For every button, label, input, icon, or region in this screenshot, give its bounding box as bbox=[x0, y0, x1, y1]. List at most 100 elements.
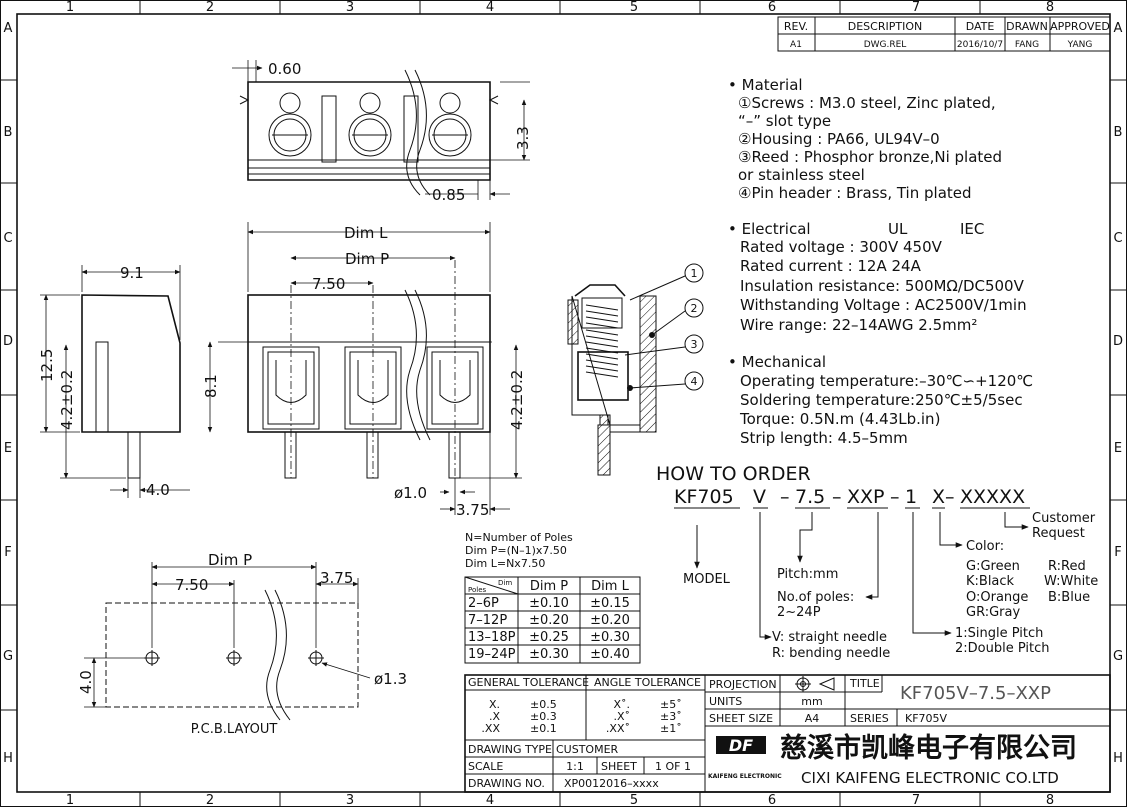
callout-3: 3 bbox=[691, 338, 698, 351]
pcb-dim-edge: 3.75 bbox=[320, 569, 353, 587]
angle-tolerance-value: ±3˚ bbox=[660, 710, 682, 723]
tol-dimL-cell: ±0.15 bbox=[590, 596, 630, 611]
frame-column-label: 2 bbox=[206, 793, 214, 807]
scale-value: 1:1 bbox=[566, 760, 584, 773]
order-color: B:Blue bbox=[1048, 590, 1090, 605]
projection-label: PROJECTION bbox=[709, 678, 777, 691]
projection-symbol-icon bbox=[795, 676, 835, 692]
order-part-needle: V bbox=[753, 486, 766, 508]
series-value: KF705V bbox=[905, 712, 948, 725]
angle-tolerance-value: ±1˚ bbox=[660, 722, 682, 735]
front-dim-P: Dim P bbox=[345, 250, 389, 268]
title-value: KF705V–7.5–XXP bbox=[900, 683, 1051, 704]
electrical-line: Wire range: 22–14AWG 2.5mm² bbox=[740, 316, 977, 334]
mechanical-line: Strip length: 4.5–5mm bbox=[740, 429, 908, 447]
pcb-dim-height: 4.0 bbox=[77, 670, 95, 694]
mechanical-line: Torque: 0.5N.m (4.43Lb.in) bbox=[739, 410, 940, 428]
frame-column-label: 7 bbox=[912, 0, 920, 15]
tol-poles-cell: 2–6P bbox=[468, 596, 499, 611]
material-line: or stainless steel bbox=[738, 166, 865, 184]
order-poles-range: 2~24P bbox=[777, 605, 821, 620]
material-line: “–” slot type bbox=[738, 112, 831, 130]
frame-column-label: 3 bbox=[346, 0, 354, 15]
order-pitch-double: 2:Double Pitch bbox=[955, 641, 1050, 656]
callout-4: 4 bbox=[691, 375, 698, 388]
electrical-line: Insulation resistance: 500MΩ/DC500V bbox=[740, 277, 1025, 295]
order-title: HOW TO ORDER bbox=[656, 463, 811, 485]
company-name-en: CIXI KAIFENG ELECTRONIC CO.LTD bbox=[801, 769, 1059, 787]
frame-column-label: 1 bbox=[66, 793, 74, 807]
order-needle-r: R: bending needle bbox=[772, 646, 890, 661]
front-dim-height: 8.1 bbox=[202, 374, 220, 398]
top-view: 0.60 3.3 0.85 bbox=[232, 60, 532, 204]
specifications: • Material ①Screws : M3.0 steel, Zinc pl… bbox=[728, 76, 1033, 447]
frame-column-label: 6 bbox=[768, 793, 776, 807]
note-line: Dim L=Nx7.50 bbox=[465, 557, 545, 570]
sheet-label: SHEET bbox=[601, 760, 637, 773]
order-color: G:Green bbox=[966, 559, 1020, 574]
frame-row-label: A bbox=[1114, 21, 1123, 36]
frame-column-label: 7 bbox=[912, 793, 920, 807]
date-value: 2016/10/7 bbox=[957, 40, 1003, 50]
approved-header: APPROVED bbox=[1050, 20, 1110, 33]
sheet-size-value: A4 bbox=[805, 712, 820, 725]
order-customer-request: Request bbox=[1032, 526, 1085, 541]
tol-dimP-cell: ±0.10 bbox=[529, 596, 569, 611]
pcb-layout: Dim P 7.50 3.75 4.0 ø1.3 P.C.B.LAYOUT bbox=[77, 551, 407, 737]
frame-row-label: F bbox=[1114, 545, 1121, 560]
angle-tolerance-value: ±5˚ bbox=[660, 698, 682, 711]
order-color: R:Red bbox=[1048, 559, 1086, 574]
dim-33: 3.3 bbox=[514, 126, 532, 150]
tol-poles-cell: 7–12P bbox=[468, 613, 507, 628]
frame-row-label: G bbox=[1113, 649, 1123, 664]
electrical-line: Withstanding Voltage : AC2500V/1min bbox=[740, 296, 1027, 314]
pcb-dim-pitch: 7.50 bbox=[175, 576, 208, 594]
frame-row-label: H bbox=[1113, 751, 1123, 766]
tol-poles-cell: 13–18P bbox=[468, 630, 516, 645]
rev-header: REV. bbox=[784, 20, 808, 33]
series-label: SERIES bbox=[850, 712, 889, 725]
tol-dimP-cell: ±0.25 bbox=[529, 630, 569, 645]
frame-row-label: D bbox=[1113, 334, 1123, 349]
company-name-cn: 慈溪市凯峰电子有限公司 bbox=[780, 732, 1077, 764]
electrical-title: • Electrical bbox=[728, 220, 811, 238]
tol-header: Dim L bbox=[591, 579, 629, 594]
order-model-label: MODEL bbox=[683, 572, 731, 587]
electrical-line: Rated voltage : 300V 450V bbox=[740, 238, 943, 256]
callout-2: 2 bbox=[691, 302, 698, 315]
frame-row-label: A bbox=[4, 21, 13, 36]
description-value: DWG.REL bbox=[864, 40, 907, 50]
material-line: ①Screws : M3.0 steel, Zinc plated, bbox=[738, 94, 996, 112]
order-color: O:Orange bbox=[966, 590, 1028, 605]
order-sep: – bbox=[832, 486, 842, 508]
note-line: Dim P=(N–1)x7.50 bbox=[465, 544, 567, 557]
order-sep: – bbox=[945, 486, 955, 508]
how-to-order: HOW TO ORDER KF705 V – 7.5 – XXP – 1 X –… bbox=[656, 463, 1098, 661]
front-dim-pin-dia: ø1.0 bbox=[394, 484, 427, 502]
drawing-type-label: DRAWING TYPE bbox=[468, 743, 552, 756]
order-part-pitch-type: 1 bbox=[905, 486, 917, 508]
frame-column-label: 2 bbox=[206, 0, 214, 15]
logo-text: DF bbox=[729, 736, 753, 755]
side-dim-height: 12.5 bbox=[38, 349, 56, 382]
order-color: W:White bbox=[1044, 574, 1098, 589]
angle-tolerance-key: X˚. bbox=[613, 698, 630, 711]
general-tolerance-value: ±0.1 bbox=[530, 722, 557, 735]
tol-dimL-cell: ±0.40 bbox=[590, 647, 630, 662]
tol-dimL-cell: ±0.30 bbox=[590, 630, 630, 645]
order-part-customer: XXXXX bbox=[960, 486, 1025, 508]
frame-row-label: E bbox=[1114, 441, 1122, 456]
dim-085: 0.85 bbox=[432, 186, 465, 204]
mechanical-title: • Mechanical bbox=[728, 353, 826, 371]
side-dim-offset: 4.0 bbox=[146, 481, 170, 499]
order-color: K:Black bbox=[966, 574, 1015, 589]
order-pitch-label: Pitch:mm bbox=[777, 567, 838, 582]
general-tolerance-label: GENERAL TOLERANCE bbox=[468, 676, 589, 689]
logo-subtitle: KAIFENG ELECTRONIC bbox=[708, 773, 782, 780]
order-part-poles: XXP bbox=[847, 486, 885, 508]
units-value: mm bbox=[801, 695, 822, 708]
title-block: GENERAL TOLERANCE ANGLE TOLERANCE X.±0.5… bbox=[464, 674, 1111, 793]
approved-value: YANG bbox=[1067, 40, 1093, 50]
order-needle-v: V: straight needle bbox=[772, 630, 887, 645]
tol-dimL-cell: ±0.20 bbox=[590, 613, 630, 628]
